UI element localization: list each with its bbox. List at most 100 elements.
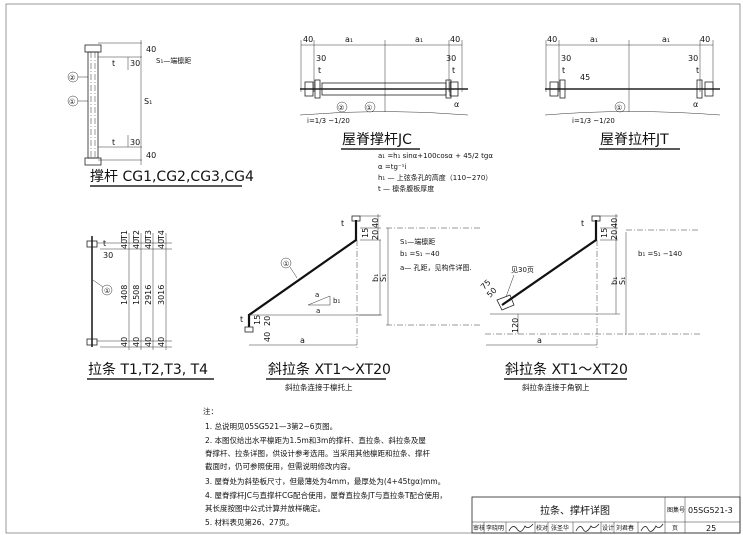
general-notes: 注： 1. 总说明见05SG521—3第2~6页图。 2. 本图仅给出水平檩距为…: [203, 406, 447, 527]
t3-top: 40: [144, 239, 153, 249]
cg-bottom-nut: [84, 157, 102, 166]
cg-dim-bottom-40: 40: [146, 151, 156, 160]
jc-dim-a1-right: a₁: [415, 35, 423, 44]
jc-formula-alpha: α =tg⁻¹i: [378, 163, 406, 171]
notes-heading: 注：: [203, 406, 218, 416]
t-dim-30: 30: [103, 251, 113, 260]
page-number: 25: [706, 524, 716, 533]
jt-title: 屋脊拉杆JT: [600, 132, 669, 148]
jc-dim-30-left: 30: [316, 54, 326, 63]
jc-formula-t: t — 檩条腹板厚度: [378, 184, 434, 193]
note-2-cont-1: 脊撑杆、拉条详图，供设计参考选用。当采用其他檩距和拉条、撑杆: [205, 448, 430, 458]
cg-dim-top-30: 30: [130, 59, 140, 68]
t3-name: T3: [144, 230, 153, 241]
xt2-dim-40: 40: [610, 218, 619, 228]
jt-dim-40-left: 40: [547, 35, 557, 44]
xt2-dim-120: 120: [511, 318, 520, 333]
jc-dim-a1-left: a₁: [345, 35, 353, 44]
t4-bottom: 40: [157, 337, 166, 347]
check-label: 校对: [536, 524, 548, 532]
jt-dim-a1-right: a₁: [662, 35, 670, 44]
jt-dim-45: 45: [580, 73, 590, 82]
t3-bottom: 40: [144, 337, 153, 347]
cg-dim-top-t: t: [112, 59, 115, 68]
xt1-dim-20-bottom: 20: [263, 316, 272, 326]
xt1-dim-20-top: 20: [371, 230, 380, 240]
checker-signature: [575, 523, 600, 532]
jc-callout-1: ①: [366, 104, 372, 112]
t2-length: 1508: [132, 285, 141, 305]
xt1-tri-a: a: [315, 291, 319, 299]
xt1-dim-b1: b₁: [371, 274, 380, 282]
jc-callout-2: ②: [338, 104, 344, 112]
cg-callout-2: ②: [69, 74, 75, 82]
t-column-4: T4 40 3016 40: [157, 230, 166, 347]
cg-dim-bottom-30: 30: [130, 138, 140, 147]
jt-dim-30-left: 30: [561, 54, 571, 63]
t1-top: 40: [120, 239, 129, 249]
cg-dim-top-40: 40: [146, 45, 156, 54]
jc-ridge-strut-drawing: 40 a₁ a₁ 40 30 30 t t α ② ① i=1/3 ~1/20 …: [299, 35, 493, 193]
xt1-title: 斜拉条 XT1～XT20: [268, 361, 391, 378]
checker-name: 张圣华: [551, 524, 569, 532]
jt-dim-30-right: 30: [688, 54, 698, 63]
xt2-subtitle: 斜拉条连接于角钢上: [522, 382, 590, 392]
xt1-dim-t-bottom: t: [240, 315, 243, 324]
xt2-dim-20: 20: [610, 230, 619, 240]
cg-top-nut: [84, 44, 102, 53]
t-tie-drawing: t 30 T1 40 1408 40 T2 40 1508 40 T3 40 2…: [86, 230, 214, 380]
note-4-cont: 其长度按图中公式计算并放样确定。: [205, 503, 325, 513]
jc-dim-t-right: t: [452, 66, 455, 75]
xt1-dim-s1: S₁: [379, 274, 388, 282]
xt1-tri-a-base: a: [316, 307, 320, 315]
xt1-slope-triangle: a a b₁: [307, 291, 340, 315]
jc-dim-40-right: 40: [450, 35, 460, 44]
xt1-dim-15-bottom: 15: [253, 315, 262, 325]
xt2-callout-see-page: 见30页: [511, 266, 534, 274]
t4-name: T4: [157, 230, 166, 241]
jc-dim-t-left: t: [318, 66, 321, 75]
xt2-dim-a: a: [537, 336, 542, 345]
jt-dim-t-left: t: [562, 66, 565, 75]
xt-angle-drawing: 40 20 15 t b₁ S₁ 75 50 120 a 见30页 b₁ =S₁…: [479, 214, 700, 392]
xt1-dim-t-top: t: [341, 219, 344, 228]
designer-name: 刘君春: [616, 524, 634, 532]
xt2-note-b1: b₁ =S₁ −140: [638, 250, 682, 258]
reviewer-signature: [508, 523, 534, 532]
note-4: 4. 屋脊撑杆JC与直撑杆CG配合使用，屋脊直拉条JT与直拉条T配合使用，: [205, 490, 447, 500]
t-title: 拉条 T1,T2,T3, T4: [88, 361, 208, 378]
jt-callout-1: ①: [616, 104, 622, 112]
jc-dim-30-right: 30: [446, 54, 456, 63]
jt-dim-40-right: 40: [700, 35, 710, 44]
t2-bottom: 40: [132, 337, 141, 347]
jc-dim-alpha: α: [454, 100, 459, 109]
xt1-note-s1: S₁—端檩距: [400, 237, 435, 246]
jc-dim-40-left: 40: [303, 35, 313, 44]
note-2-cont-2: 截面时，仍可参照使用，但需说明修改内容。: [205, 461, 355, 471]
xt2-dim-15: 15: [600, 228, 609, 238]
xt1-subtitle: 斜拉条连接于檩托上: [285, 382, 353, 392]
xt-bracket-drawing: 40 20 15 t b₁ S₁ 15 20 40 t a a b₁ a ① S…: [240, 214, 480, 392]
jt-ridge-tie-drawing: 40 a₁ a₁ 40 30 30 t t 45 α ① i=1/3 ~1/20…: [544, 35, 721, 150]
xt2-title: 斜拉条 XT1～XT20: [505, 361, 628, 378]
jt-dim-a1-left: a₁: [590, 35, 598, 44]
note-3: 3. 屋脊处为斜垫板尺寸，但最薄处为4mm，最厚处为(4+45tgα)mm。: [205, 476, 445, 486]
atlas-number: 05SG521-3: [688, 506, 733, 515]
t1-length: 1408: [120, 285, 129, 305]
page-label: 页: [672, 525, 678, 532]
note-1: 1. 总说明见05SG521—3第2~6页图。: [205, 421, 337, 431]
t4-length: 3016: [157, 285, 166, 305]
t2-top: 40: [132, 239, 141, 249]
xt2-dim-s1: S₁: [618, 277, 627, 285]
t-callout-1: ①: [104, 287, 110, 295]
jc-formula-a1: a₁ =h₁ sinα+100cosα + 45/2 tgα: [378, 152, 493, 160]
xt1-callout-1: ①: [283, 260, 289, 268]
jc-title: 屋脊撑杆JC: [342, 132, 412, 148]
xt1-dim-15-top: 15: [361, 228, 370, 238]
t4-top: 40: [157, 239, 166, 249]
t3-length: 2916: [144, 285, 153, 305]
t-column-3: T3 40 2916 40: [144, 230, 153, 347]
t-column-1: T1 40 1408 40: [120, 230, 129, 347]
sheet-frame: [5, 3, 741, 534]
